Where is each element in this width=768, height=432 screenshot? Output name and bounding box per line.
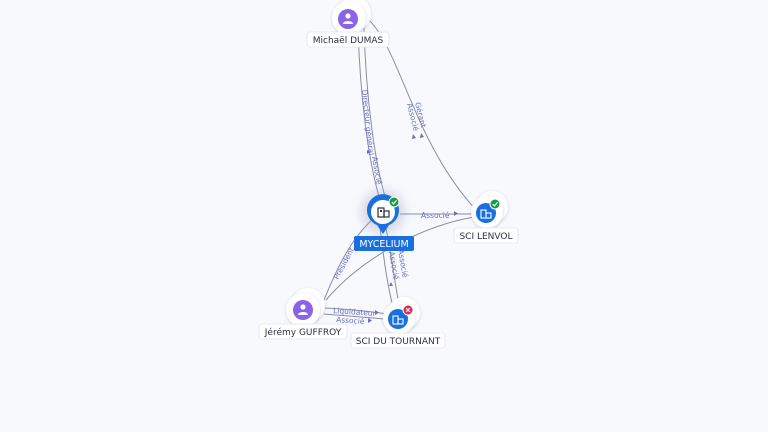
closed-status-badge: [402, 304, 414, 316]
edge-guffroy-tournant[interactable]: Liquidateur Associé: [323, 306, 395, 326]
edge-guffroy-mycelium[interactable]: Président: [321, 219, 373, 306]
edge-michael-lenvol[interactable]: Gérant Associé: [361, 13, 479, 213]
person-icon: [298, 304, 308, 315]
arrow-icon: [367, 150, 371, 154]
edge-label-president: Président: [332, 246, 356, 281]
node-label: MYCELIUM: [359, 239, 408, 250]
edge-label-directeur-general: Directeur général: [360, 89, 376, 155]
node-michael-dumas[interactable]: Michaël DUMAS: [306, 0, 390, 48]
edge-label-liquidateur: Liquidateur: [333, 306, 377, 318]
node-sci-du-tournant[interactable]: SCI DU TOURNANT: [350, 297, 446, 349]
node-label: SCI LENVOL: [459, 232, 512, 242]
edge-mycelium-lenvol[interactable]: Associé: [400, 211, 474, 220]
arrow-icon: [454, 211, 458, 216]
building-icon: [480, 209, 492, 219]
edge-label-associe: Associé: [370, 156, 384, 186]
person-icon: [343, 13, 353, 24]
arrow-icon: [375, 310, 379, 315]
edge-label-associe: Associé: [336, 315, 365, 326]
arrow-icon: [389, 282, 393, 286]
building-icon: [392, 315, 404, 325]
building-icon: [377, 207, 390, 218]
node-sci-lenvol[interactable]: SCI LENVOL: [453, 191, 519, 244]
arrow-icon: [368, 318, 372, 323]
arrow-icon: [412, 134, 416, 139]
active-status-badge: [388, 196, 400, 208]
edge-label-associe: Associé: [421, 211, 450, 220]
node-label: Michaël DUMAS: [313, 36, 384, 46]
edge-michael-mycelium[interactable]: Directeur général Associé: [357, 27, 387, 201]
active-status-badge: [489, 198, 501, 210]
node-mycelium[interactable]: MYCELIUM: [354, 190, 414, 251]
node-label: Jérémy GUFFROY: [264, 327, 342, 338]
node-jeremy-guffroy[interactable]: Jérémy GUFFROY: [258, 288, 348, 340]
arrow-icon: [420, 133, 424, 138]
node-label: SCI DU TOURNANT: [356, 337, 441, 347]
